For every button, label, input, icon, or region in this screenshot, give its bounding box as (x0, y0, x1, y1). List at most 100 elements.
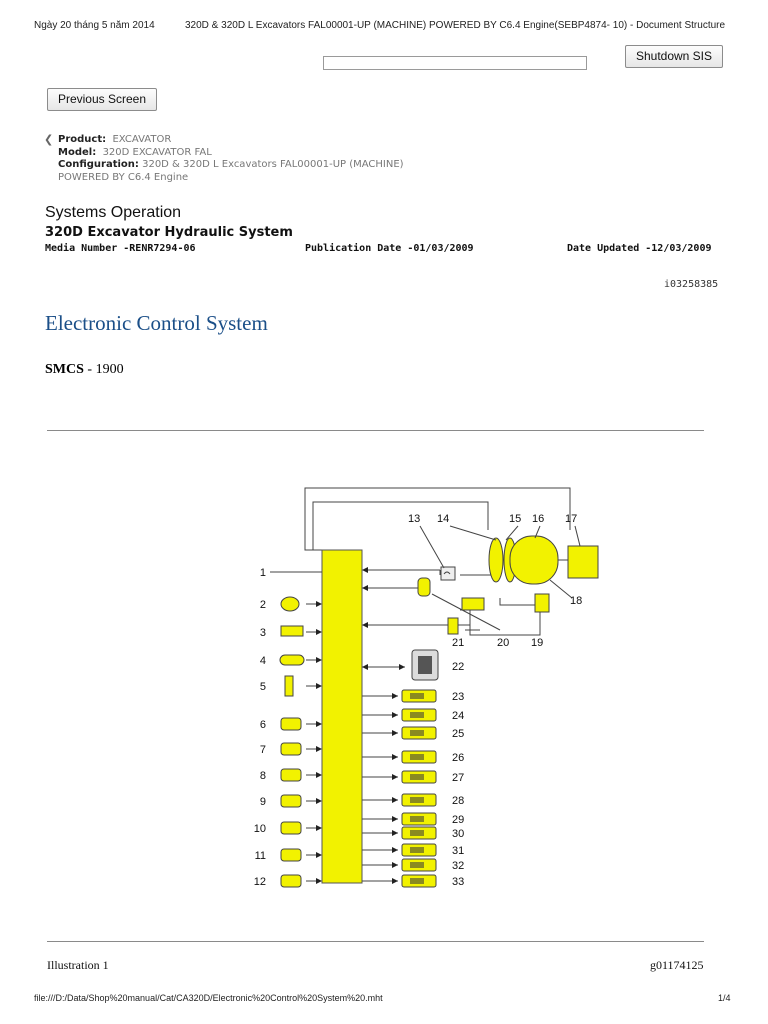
sensor-11 (280, 848, 302, 862)
publication-date: Publication Date -01/03/2009 (305, 243, 474, 254)
arrow-26 (392, 754, 398, 760)
actuator-core-29 (410, 816, 424, 822)
relay-13 (440, 566, 456, 581)
actuator-core-23 (410, 693, 424, 699)
leader-14 (449, 525, 497, 541)
actuator-core-25 (410, 730, 424, 736)
label-9: 9 (260, 796, 266, 808)
switch-21 (447, 617, 459, 635)
leader-13 (419, 525, 445, 569)
arrow-33 (392, 878, 398, 884)
left-components (270, 571, 322, 888)
label-29: 29 (452, 814, 464, 826)
label-31: 31 (452, 845, 464, 857)
divider-bottom (47, 941, 704, 942)
product-info: Product: EXCAVATOR Model: 320D EXCAVATOR… (58, 134, 404, 184)
label-27: 27 (452, 772, 464, 784)
product-value: EXCAVATOR (112, 134, 172, 145)
label-20: 20 (497, 637, 509, 649)
arrow-12 (316, 878, 322, 884)
page-heading: Electronic Control System (45, 311, 268, 335)
label-18: 18 (570, 595, 582, 607)
configuration-value: 320D & 320D L Excavators FAL00001-UP (MA… (142, 159, 404, 170)
label-22: 22 (452, 661, 464, 673)
actuator-core-33 (410, 878, 424, 884)
label-12: 12 (254, 876, 266, 888)
switch-5 (284, 675, 294, 697)
label-21: 21 (452, 637, 464, 649)
model-label: Model: (58, 146, 97, 158)
label-8: 8 (260, 770, 266, 782)
arrow-8 (316, 772, 322, 778)
engine-16 (509, 535, 559, 585)
arrow-4 (316, 657, 322, 663)
arrow-6 (316, 721, 322, 727)
label-26: 26 (452, 752, 464, 764)
fan-15 (488, 537, 504, 583)
smcs-value: - 1900 (83, 362, 124, 377)
smcs-label: SMCS (45, 362, 84, 377)
document-id: i03258385 (664, 279, 719, 290)
previous-screen-button[interactable]: Previous Screen (47, 88, 157, 111)
illustration-caption: Illustration 1 (47, 958, 109, 972)
page-number: 1/4 (718, 993, 731, 1003)
label-13: 13 (408, 513, 420, 525)
ecm-controller (321, 549, 363, 884)
sensor-9 (280, 794, 302, 808)
print-date: Ngày 20 tháng 5 năm 2014 (34, 20, 155, 31)
arrow-7 (316, 746, 322, 752)
section-title: Systems Operation (45, 204, 182, 221)
label-17: 17 (565, 513, 577, 525)
label-11: 11 (255, 850, 266, 862)
arrow-5 (316, 683, 322, 689)
document-title: 320D & 320D L Excavators FAL00001-UP (MA… (185, 20, 726, 31)
label-32: 32 (452, 860, 464, 872)
search-input[interactable] (323, 56, 587, 70)
arrow-10 (316, 825, 322, 831)
label-25: 25 (452, 728, 464, 740)
sensor-4 (279, 654, 305, 666)
actuator-core-26 (410, 754, 424, 760)
arrow-27 (392, 774, 398, 780)
date-updated: Date Updated -12/03/2009 (567, 243, 712, 254)
chevron-left-icon[interactable]: ❮ (44, 134, 54, 146)
arrow-31 (392, 847, 398, 853)
leader-18 (549, 579, 573, 599)
right-actuators (362, 525, 581, 888)
arrow-32 (392, 862, 398, 868)
arrow-2 (316, 601, 322, 607)
label-24: 24 (452, 710, 464, 722)
arrow-25 (392, 730, 398, 736)
arrow-9 (316, 798, 322, 804)
sensor-10 (280, 821, 302, 835)
product-label: Product: (58, 134, 107, 145)
arrow-29 (392, 816, 398, 822)
actuator-core-27 (410, 774, 424, 780)
graphic-id: g01174125 (650, 958, 704, 972)
dial-2 (280, 596, 300, 612)
label-1: 1 (260, 567, 266, 579)
sensor-8 (280, 768, 302, 782)
configuration-label: Configuration: (58, 159, 139, 170)
actuator-core-32 (410, 862, 424, 868)
label-2: 2 (260, 599, 266, 611)
smcs-code: SMCS - 1900 (45, 362, 124, 378)
label-10: 10 (254, 823, 266, 835)
switch-14 (417, 577, 431, 597)
actuator-core-24 (410, 712, 424, 718)
actuator-core-31 (410, 847, 424, 853)
shutdown-sis-button[interactable]: Shutdown SIS (625, 45, 723, 68)
leader-15 (505, 525, 519, 541)
subtitle: 320D Excavator Hydraulic System (45, 225, 293, 240)
sensor-7 (280, 742, 302, 756)
label-28: 28 (452, 795, 464, 807)
label-14: 14 (437, 513, 449, 525)
arrow-24 (392, 712, 398, 718)
switch-panel-3 (280, 625, 304, 637)
arrow-30 (392, 830, 398, 836)
label-23: 23 (452, 691, 464, 703)
sensor-19 (534, 593, 550, 613)
actuator-core-30 (410, 830, 424, 836)
arrow-11 (316, 852, 322, 858)
